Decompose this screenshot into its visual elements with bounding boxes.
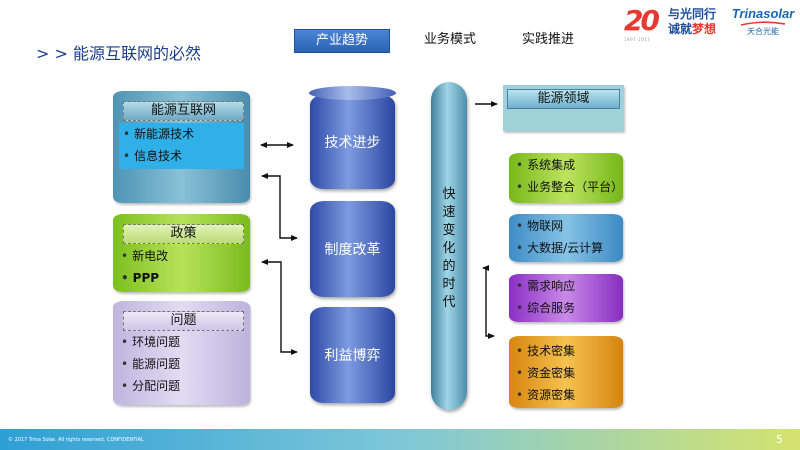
pillar-text: 快 速 变 化 的 时 代 — [442, 187, 456, 310]
list-item: •系统集成 — [516, 158, 576, 172]
list-item: •分配问题 — [121, 379, 181, 393]
list-item: •综合服务 — [516, 301, 576, 315]
list-item: •技术密集 — [516, 344, 576, 358]
rapid-change-pillar: 快 速 变 化 的 时 代 — [431, 82, 467, 410]
swoosh-icon — [740, 21, 786, 26]
list-item: •新能源技术 — [123, 127, 195, 141]
list-item: •新电改 — [121, 249, 169, 263]
interest-game-label: 利益博弈 — [324, 348, 381, 364]
energy-domain-box: 能源领域 — [503, 85, 624, 131]
tech-progress-label: 技术进步 — [324, 135, 381, 151]
list-item: •需求响应 — [516, 279, 576, 293]
cylinder-top — [309, 86, 396, 100]
list-item: •业务整合（平台） — [516, 180, 624, 194]
tab-practice[interactable]: 实践推进 — [521, 32, 574, 47]
iot-group: •物联网 •大数据/云计算 — [509, 214, 623, 262]
intensive-group: •技术密集 •资金密集 •资源密集 — [509, 336, 623, 408]
interest-game-cylinder: 利益博弈 — [310, 307, 395, 403]
tab-industry-trend[interactable]: 产业趋势 — [294, 29, 390, 53]
tech-progress-cylinder: 技术进步 — [310, 95, 395, 189]
list-item: •物联网 — [516, 219, 564, 233]
anniversary-logo: 20 与光同行 诚就梦想 1997-2017 — [624, 4, 724, 43]
problems-items: •环境问题 •能源问题 •分配问题 — [121, 331, 242, 397]
policy-title: 政策 — [123, 224, 244, 244]
footer-bar — [0, 429, 800, 450]
list-item: •环境问题 — [121, 335, 181, 349]
page-number: 5 — [776, 433, 783, 446]
demand-response-group: •需求响应 •综合服务 — [509, 274, 623, 322]
brand-cn: 天合光能 — [747, 27, 779, 36]
integration-group: •系统集成 •业务整合（平台） — [509, 153, 623, 203]
page-title: > > 能源互联网的必然 — [36, 44, 201, 63]
list-item: •能源问题 — [121, 357, 181, 371]
brand-name: Trinasolar — [731, 6, 795, 21]
institutional-reform-label: 制度改革 — [324, 242, 381, 258]
institutional-reform-cylinder: 制度改革 — [310, 201, 395, 297]
slogan: 与光同行 诚就梦想 — [668, 7, 717, 36]
energy-internet-items: •新能源技术 •信息技术 — [119, 123, 244, 169]
list-item: •信息技术 — [123, 149, 183, 163]
anniversary-number: 20 — [624, 4, 660, 37]
energy-domain-title: 能源领域 — [507, 89, 620, 109]
copyright: © 2017 Trina Solar. All rights reserved.… — [8, 437, 144, 443]
list-item: •资金密集 — [516, 366, 576, 380]
list-item: •资源密集 — [516, 388, 576, 402]
policy-items: •新电改 •PPP — [121, 245, 242, 289]
tab-business-model[interactable]: 业务模式 — [423, 32, 476, 47]
energy-internet-title: 能源互联网 — [123, 101, 244, 121]
problems-title: 问题 — [123, 311, 244, 331]
list-item: •PPP — [121, 271, 160, 285]
trinasolar-logo: Trinasolar 天合光能 — [730, 6, 796, 40]
list-item: •大数据/云计算 — [516, 241, 604, 255]
anniversary-years: 1997-2017 — [624, 37, 651, 42]
